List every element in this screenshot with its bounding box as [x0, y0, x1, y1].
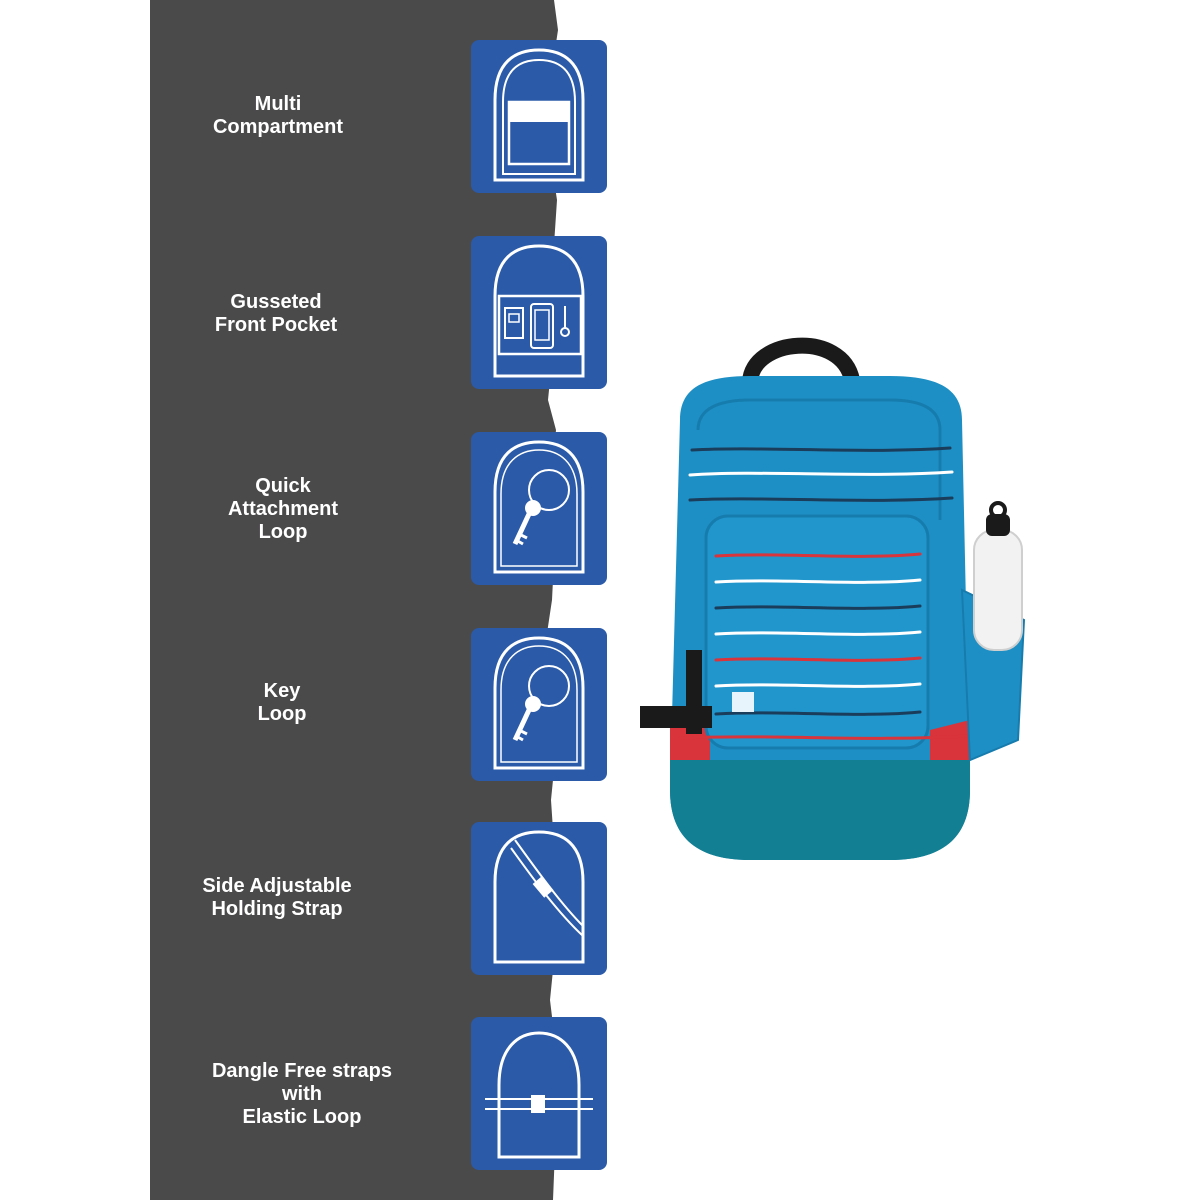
elastic-loop-icon — [485, 1031, 593, 1159]
panel-background — [150, 0, 558, 1200]
front-pocket-icon — [493, 244, 585, 378]
feature-tile-front-pocket — [471, 236, 607, 389]
backpack-illustration — [640, 337, 1026, 860]
attachment-loop-icon — [493, 440, 585, 574]
side-strap-icon — [493, 830, 585, 964]
key-loop-icon — [493, 636, 585, 770]
feature-label-side-strap: Side Adjustable Holding Strap — [202, 875, 352, 920]
feature-tile-side-strap — [471, 822, 607, 975]
feature-tile-multi-compartment — [471, 40, 607, 193]
feature-tile-key-loop — [471, 628, 607, 781]
multi-compartment-icon — [493, 48, 585, 182]
feature-label-attachment-loop: Quick Attachment Loop — [227, 475, 338, 543]
feature-label-key-loop: Key Loop — [257, 680, 307, 725]
feature-label-elastic-loop: Dangle Free straps with Elastic Loop — [211, 1060, 393, 1128]
feature-tile-elastic-loop — [471, 1017, 607, 1170]
feature-panel — [150, 0, 560, 1200]
feature-label-front-pocket: Gusseted Front Pocket — [214, 291, 338, 336]
backpack-image — [640, 320, 1060, 885]
feature-tile-attachment-loop — [471, 432, 607, 585]
feature-label-multi-compartment: Multi Compartment — [212, 93, 343, 138]
